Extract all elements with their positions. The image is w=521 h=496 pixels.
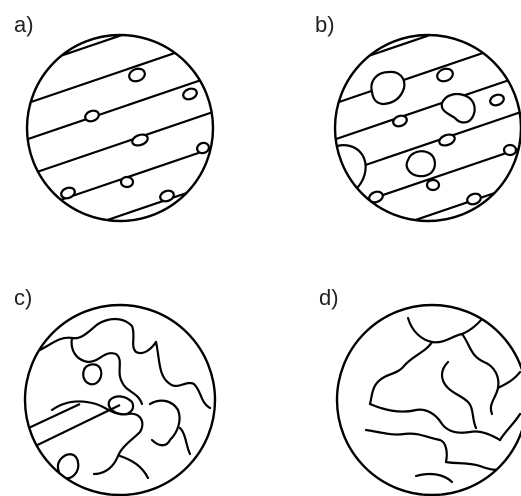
panel-c-structure (0, 319, 210, 478)
panel-b-stripes (298, 0, 521, 260)
panel-a-particles (60, 67, 211, 203)
panel-d-structure (366, 314, 520, 482)
panel-b-circle (335, 35, 521, 221)
panel-a-diagram (0, 0, 260, 260)
panel-b-diagram (298, 0, 521, 260)
panel-c-diagram (0, 305, 215, 495)
panel-a-circle (27, 35, 213, 221)
panel-d-diagram (337, 305, 521, 495)
panel-c-circle (25, 305, 215, 495)
